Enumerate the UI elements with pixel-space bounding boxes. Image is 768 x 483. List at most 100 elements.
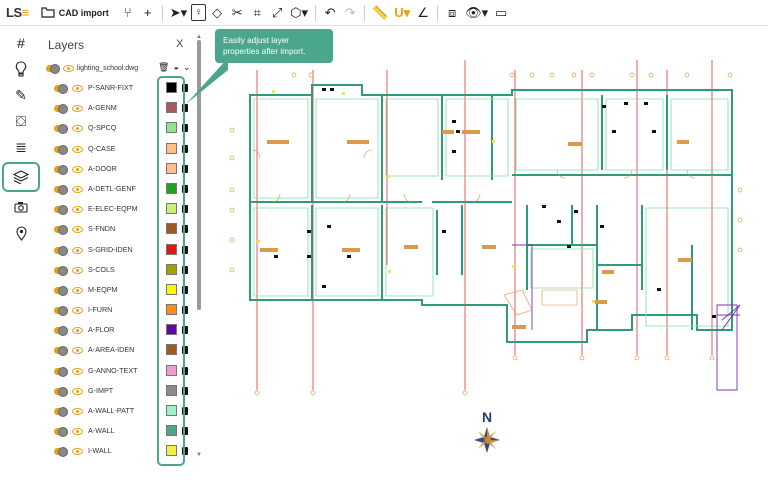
layer-color-swatch[interactable] bbox=[166, 203, 177, 215]
add-icon[interactable]: + bbox=[143, 5, 152, 20]
stack-list-icon[interactable]: ≣ bbox=[15, 138, 27, 155]
location-pin-icon[interactable] bbox=[6, 222, 36, 244]
scroll-up-icon[interactable]: ▲ bbox=[196, 34, 202, 40]
eye-icon[interactable] bbox=[72, 125, 83, 133]
layer-color-swatch[interactable] bbox=[166, 445, 177, 457]
scroll-down-icon[interactable]: ▼ bbox=[196, 452, 202, 458]
eye-icon[interactable] bbox=[72, 266, 83, 274]
scrollbar[interactable] bbox=[197, 40, 203, 460]
layer-row[interactable]: P-SANR-FIXT bbox=[42, 78, 198, 98]
layer-color-swatch[interactable] bbox=[166, 344, 177, 356]
trash-icon[interactable] bbox=[182, 205, 188, 214]
trash-icon[interactable] bbox=[182, 184, 188, 193]
eye-icon[interactable] bbox=[72, 185, 83, 193]
angle-icon[interactable]: ∠ bbox=[417, 4, 429, 20]
redo-icon[interactable]: ↷ bbox=[344, 4, 356, 20]
layer-row[interactable]: I-FURN bbox=[42, 300, 198, 320]
trash-icon[interactable] bbox=[182, 326, 188, 335]
layer-row[interactable]: A-GENM bbox=[42, 98, 198, 118]
view-eye-icon[interactable]: 👁▾ bbox=[465, 4, 489, 20]
eye-icon[interactable] bbox=[72, 286, 83, 294]
trash-icon[interactable] bbox=[182, 265, 188, 274]
layer-color-swatch[interactable] bbox=[166, 162, 177, 174]
trash-icon[interactable]: 🗑 bbox=[158, 62, 170, 72]
layer-row[interactable]: A-AREA-IDEN bbox=[42, 340, 198, 360]
layer-visibility-toggle[interactable] bbox=[54, 225, 68, 236]
floor-plan-canvas[interactable]: N bbox=[212, 30, 768, 483]
trash-icon[interactable] bbox=[182, 447, 188, 456]
cube-icon[interactable]: ⬡▾ bbox=[290, 4, 309, 20]
layer-color-swatch[interactable] bbox=[166, 263, 177, 275]
trash-icon[interactable] bbox=[182, 245, 188, 254]
resize-icon[interactable]: ⤢ bbox=[271, 4, 283, 20]
trash-icon[interactable] bbox=[182, 366, 188, 375]
layer-color-swatch[interactable] bbox=[166, 364, 177, 376]
layer-visibility-toggle[interactable] bbox=[54, 447, 68, 458]
layer-color-swatch[interactable] bbox=[166, 122, 177, 134]
screen-icon[interactable]: ▭ bbox=[495, 4, 508, 20]
layer-color-swatch[interactable] bbox=[166, 243, 177, 255]
layer-visibility-toggle[interactable] bbox=[54, 124, 68, 135]
layer-visibility-toggle[interactable] bbox=[54, 104, 68, 115]
eye-icon[interactable] bbox=[72, 367, 83, 375]
layer-color-swatch[interactable] bbox=[166, 142, 177, 154]
chevron-down-icon[interactable]: ⌄ bbox=[182, 62, 191, 72]
eye-icon[interactable] bbox=[72, 85, 83, 92]
layer-visibility-toggle[interactable] bbox=[54, 326, 68, 337]
eye-icon[interactable] bbox=[72, 165, 83, 173]
layer-color-swatch[interactable] bbox=[166, 223, 177, 235]
layer-row[interactable]: M-EQPM bbox=[42, 280, 198, 300]
cad-import-button[interactable]: CAD import bbox=[39, 2, 111, 24]
eye-icon[interactable] bbox=[72, 226, 83, 234]
pencil-icon[interactable]: ✎ bbox=[15, 86, 27, 103]
eye-icon[interactable] bbox=[63, 64, 74, 72]
layer-row[interactable]: A-FLOR bbox=[42, 320, 198, 340]
eye-icon[interactable] bbox=[72, 448, 83, 456]
layer-visibility-toggle[interactable] bbox=[54, 164, 68, 175]
trash-icon[interactable] bbox=[182, 225, 188, 234]
trash-icon[interactable] bbox=[182, 346, 188, 355]
layer-visibility-toggle[interactable] bbox=[54, 427, 68, 438]
paint-bucket-icon[interactable]: ⛋ bbox=[15, 112, 27, 129]
layers-icon[interactable] bbox=[2, 162, 40, 192]
eye-icon[interactable] bbox=[72, 145, 83, 153]
file-visibility-toggle[interactable] bbox=[46, 63, 60, 74]
ruler-icon[interactable]: 📏 bbox=[372, 4, 389, 20]
layer-row[interactable]: G-ANNO-TEXT bbox=[42, 361, 198, 381]
layer-visibility-toggle[interactable] bbox=[54, 306, 68, 317]
layer-visibility-toggle[interactable] bbox=[54, 245, 68, 256]
eye-icon[interactable] bbox=[72, 327, 83, 335]
eye-icon[interactable] bbox=[72, 246, 83, 254]
camera-icon[interactable] bbox=[6, 196, 36, 218]
select-arrow-icon[interactable]: ➤▾ bbox=[169, 4, 188, 20]
layer-visibility-toggle[interactable] bbox=[54, 366, 68, 377]
trash-icon[interactable] bbox=[182, 144, 188, 153]
trash-icon[interactable] bbox=[182, 164, 188, 173]
grid-icon[interactable]: # bbox=[17, 35, 25, 51]
layer-visibility-toggle[interactable] bbox=[54, 265, 68, 276]
layer-row[interactable]: A-DETL-GENF bbox=[42, 179, 198, 199]
eye-icon[interactable] bbox=[72, 347, 83, 355]
layer-row[interactable]: A-WALL bbox=[42, 421, 198, 441]
layer-visibility-toggle[interactable] bbox=[54, 205, 68, 216]
layer-color-swatch[interactable] bbox=[166, 324, 177, 336]
layer-visibility-toggle[interactable] bbox=[54, 184, 68, 195]
3d-box-icon[interactable]: ⧈ bbox=[447, 4, 457, 20]
layer-visibility-toggle[interactable] bbox=[54, 144, 68, 155]
scissors-icon[interactable]: ✂ bbox=[231, 4, 243, 20]
layer-color-swatch[interactable] bbox=[166, 102, 177, 114]
layer-row[interactable]: A-DOOR bbox=[42, 159, 198, 179]
branch-icon[interactable]: ⑂ bbox=[123, 5, 132, 20]
layer-row[interactable]: S-FNDN bbox=[42, 219, 198, 239]
layer-visibility-toggle[interactable] bbox=[54, 346, 68, 357]
trash-icon[interactable] bbox=[182, 285, 188, 294]
layer-visibility-toggle[interactable] bbox=[54, 285, 68, 296]
layer-visibility-toggle[interactable] bbox=[54, 84, 68, 94]
eye-icon[interactable] bbox=[72, 206, 83, 214]
eye-icon[interactable] bbox=[72, 105, 83, 113]
layer-visibility-toggle[interactable] bbox=[54, 386, 68, 397]
trash-icon[interactable] bbox=[182, 386, 188, 395]
shape-icon[interactable]: ◇ bbox=[212, 4, 223, 20]
trash-icon[interactable] bbox=[182, 407, 188, 415]
trash-icon[interactable] bbox=[182, 104, 188, 113]
